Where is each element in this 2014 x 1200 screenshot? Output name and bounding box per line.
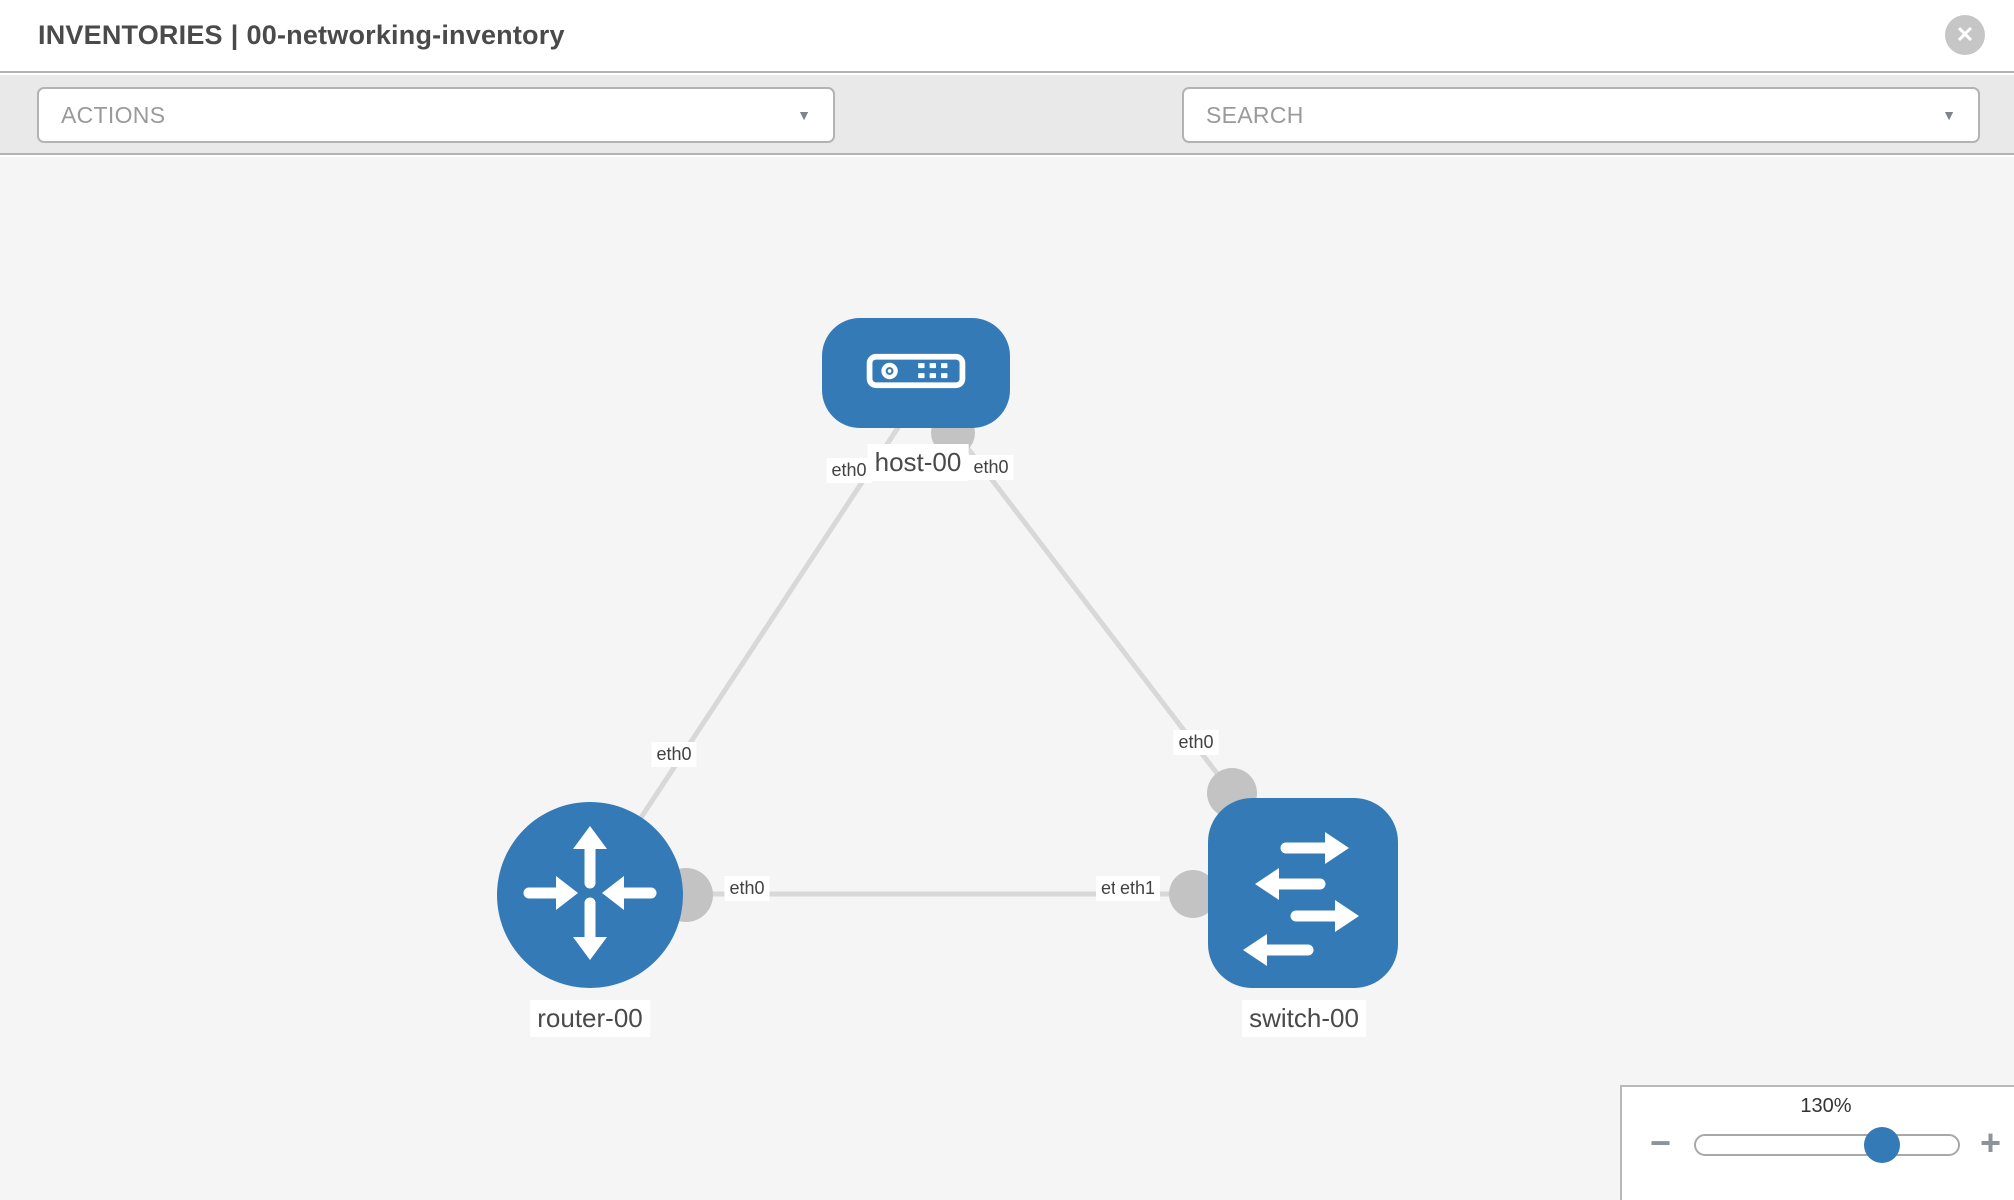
iface-label-host-left: eth0 [826,458,872,483]
actions-dropdown-label: ACTIONS [61,101,166,128]
iface-label-router-top: eth0 [651,742,697,767]
inventory-name: 00-networking-inventory [246,20,565,50]
zoom-panel: 130% − + [1620,1085,2014,1200]
iface-label-host-right: eth0 [968,455,1014,480]
link-host-router[interactable] [587,415,908,897]
node-switch-00[interactable] [1208,798,1398,988]
iface-label-switch-top: eth0 [1173,730,1219,755]
zoom-in-button[interactable]: + [1980,1125,2001,1161]
node-label-router-00: router-00 [530,1000,650,1037]
close-icon: ✕ [1955,22,1975,47]
node-label-host-00: host-00 [867,444,969,481]
link-lines [587,415,1234,897]
iface-label-switch-left-over: eth1 [1115,876,1161,901]
router-arrows-icon [497,800,683,991]
header: INVENTORIES|00-networking-inventory ✕ [0,0,2014,73]
switch-arrows-icon [1208,796,1398,991]
zoom-slider[interactable] [1694,1127,1960,1163]
topology-canvas[interactable]: host-00 router-00 switch-00 eth0 eth0 et… [0,157,2014,1200]
plus-icon: + [1980,1122,2002,1163]
page-title: INVENTORIES|00-networking-inventory [38,20,565,51]
chevron-down-icon: ▼ [1942,107,1956,123]
topology-links-layer [587,411,1257,922]
actions-dropdown[interactable]: ACTIONS ▼ [37,87,835,143]
server-icon [866,353,966,394]
close-button[interactable]: ✕ [1945,15,1985,55]
breadcrumb-section: INVENTORIES [38,20,223,50]
zoom-out-button[interactable]: − [1650,1125,1671,1161]
node-label-switch-00: switch-00 [1242,1000,1366,1037]
search-dropdown[interactable]: SEARCH ▼ [1182,87,1980,143]
interface-connectors [659,411,1257,922]
search-dropdown-label: SEARCH [1206,101,1304,128]
toolbar: ACTIONS ▼ SE [0,75,2014,205]
chevron-down-icon: ▼ [797,107,811,123]
node-router-00[interactable] [497,802,683,988]
iface-label-router-right: eth0 [724,876,770,901]
connector-switch-left [1169,870,1217,918]
minus-icon: − [1650,1122,1672,1163]
zoom-slider-thumb[interactable] [1864,1127,1900,1163]
zoom-percentage: 130% [1800,1095,1852,1117]
node-host-00[interactable] [822,318,1010,428]
breadcrumb-separator: | [230,20,239,50]
